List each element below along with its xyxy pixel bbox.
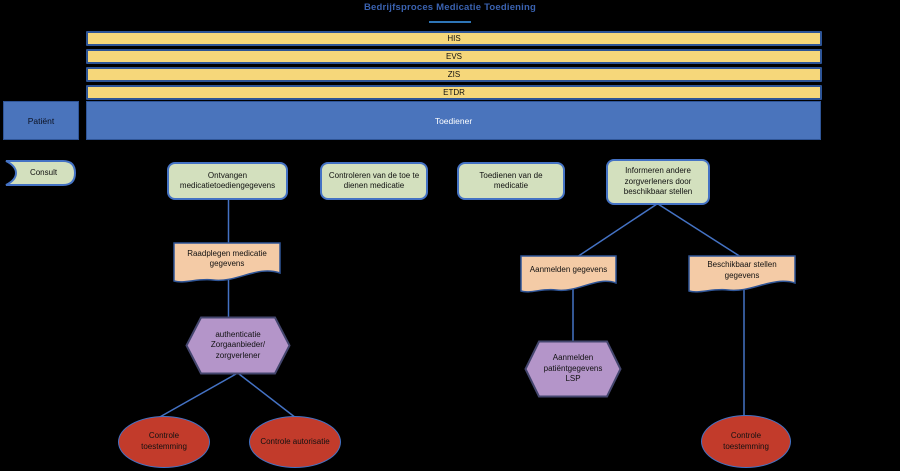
document-outline	[173, 242, 281, 283]
control-toestemming-right: Controle toestemming	[701, 415, 791, 468]
hexagon-outline	[524, 340, 622, 398]
document-label: Raadplegen medicatie gegevens	[187, 248, 267, 268]
document-aanmelden: Aanmelden gegevens	[520, 255, 617, 295]
title-underline	[429, 21, 471, 23]
document-outline	[520, 255, 617, 293]
document-label: Aanmelden gegevens	[529, 265, 608, 275]
step-informeren: Informeren andere zorgverleners door bes…	[606, 159, 710, 205]
lane-patient: Patiënt	[3, 101, 79, 140]
step-toedienen: Toedienen van de medicatie	[457, 162, 565, 200]
consult-outline	[5, 160, 76, 186]
system-bar-etdr: ETDR	[86, 85, 822, 100]
service-label: Aanmelden patiëntgegevens LSP	[543, 353, 603, 384]
system-bar-zis: ZIS	[86, 67, 822, 82]
document-outline	[688, 255, 796, 293]
document-beschikbaar: Beschikbaar stellen gegevens	[688, 255, 796, 295]
control-autorisatie: Controle autorisatie	[249, 416, 341, 468]
hexagon-outline	[185, 316, 291, 375]
system-bar-evs: EVS	[86, 49, 822, 64]
service-authenticatie: authenticatie Zorgaanbieder/ zorgverlene…	[185, 316, 291, 375]
control-toestemming-left: Controle toestemming	[118, 416, 210, 468]
diagram-title: Bedrijfsproces Medicatie Toediening	[363, 2, 537, 13]
step-controleren: Controleren van de toe te dienen medicat…	[320, 162, 428, 200]
system-bar-his: HIS	[86, 31, 822, 46]
document-label: Beschikbaar stellen gegevens	[707, 260, 777, 280]
consult-shape: Consult	[3, 160, 76, 186]
lane-toediener: Toediener	[86, 101, 821, 140]
document-raadplegen: Raadplegen medicatie gegevens	[173, 242, 281, 285]
service-aanmelden-lsp: Aanmelden patiëntgegevens LSP	[524, 340, 622, 398]
service-label: authenticatie Zorgaanbieder/ zorgverlene…	[210, 329, 266, 360]
step-ontvangen: Ontvangen medicatietoediengegevens	[167, 162, 288, 200]
consult-label: Consult	[29, 167, 58, 177]
